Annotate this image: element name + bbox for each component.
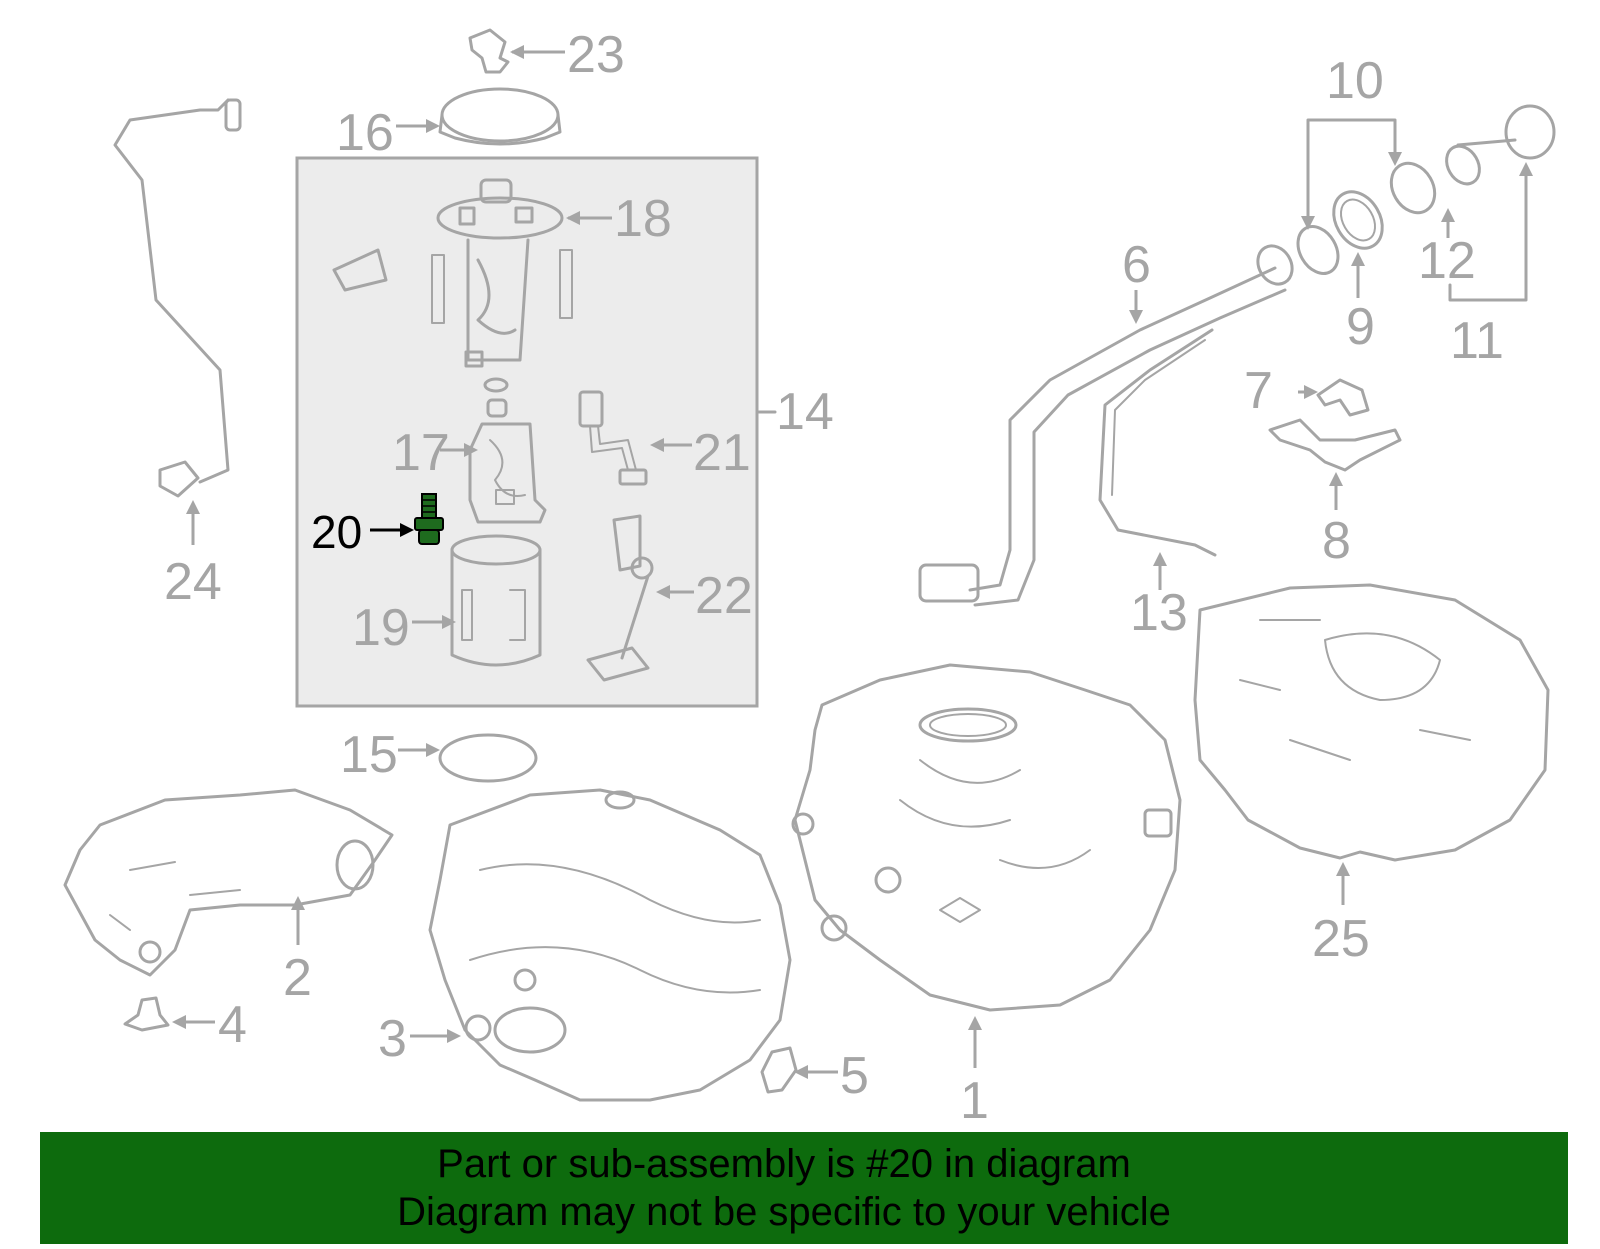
part-2-insulator bbox=[63, 788, 394, 977]
label-18: 18 bbox=[614, 190, 672, 248]
part-7-8-clamps bbox=[1268, 378, 1402, 510]
part-15-gasket bbox=[398, 733, 538, 783]
label-15: 15 bbox=[340, 726, 398, 784]
part-3-tank-protector bbox=[410, 788, 792, 1102]
label-13: 13 bbox=[1130, 584, 1188, 642]
part-21-wire-harness bbox=[578, 390, 692, 486]
filter-cap bbox=[486, 398, 508, 418]
part-6-filler-pipe bbox=[918, 244, 1294, 607]
label-17: 17 bbox=[392, 424, 450, 482]
label-24: 24 bbox=[164, 553, 222, 611]
part-23-connector bbox=[468, 28, 565, 74]
part-18-pump-module bbox=[332, 178, 612, 368]
part-5-patch bbox=[760, 1046, 838, 1094]
part-25-heat-shield bbox=[1193, 583, 1550, 905]
label-21: 21 bbox=[693, 424, 751, 482]
label-6: 6 bbox=[1122, 236, 1151, 294]
label-2: 2 bbox=[283, 949, 312, 1007]
label-25: 25 bbox=[1312, 910, 1370, 968]
part-9-10-11-12-cap-group bbox=[1296, 104, 1556, 302]
seal-ring bbox=[483, 377, 509, 393]
label-11: 11 bbox=[1450, 312, 1504, 370]
info-banner: Part or sub-assembly is #20 in diagram D… bbox=[40, 1132, 1568, 1244]
label-4: 4 bbox=[218, 996, 247, 1054]
part-17-fuel-pump bbox=[440, 422, 547, 524]
label-14: 14 bbox=[776, 383, 834, 441]
part-4-clip bbox=[123, 996, 215, 1032]
label-20: 20 bbox=[311, 506, 362, 558]
part-13-vent-pipe bbox=[1098, 328, 1217, 590]
label-1: 1 bbox=[960, 1072, 989, 1130]
banner-line-1: Part or sub-assembly is #20 in diagram bbox=[437, 1142, 1131, 1186]
label-3: 3 bbox=[378, 1010, 407, 1068]
banner-line-2: Diagram may not be specific to your vehi… bbox=[397, 1190, 1171, 1234]
label-16: 16 bbox=[336, 104, 394, 162]
label-23: 23 bbox=[567, 26, 625, 84]
part-20-highlighted bbox=[370, 493, 444, 545]
label-8: 8 bbox=[1322, 512, 1351, 570]
part-24-vent-tube bbox=[113, 98, 242, 545]
label-10: 10 bbox=[1326, 52, 1384, 110]
part-1-fuel-tank bbox=[791, 663, 1182, 1068]
part-19-pump-housing bbox=[412, 534, 542, 667]
label-12: 12 bbox=[1418, 232, 1476, 290]
label-19: 19 bbox=[352, 599, 410, 657]
label-7: 7 bbox=[1244, 362, 1273, 420]
label-9: 9 bbox=[1346, 298, 1375, 356]
label-5: 5 bbox=[840, 1047, 869, 1105]
part-16-lock-ring bbox=[396, 87, 562, 146]
label-22: 22 bbox=[695, 567, 753, 625]
part-22-fuel-sender bbox=[586, 514, 694, 682]
